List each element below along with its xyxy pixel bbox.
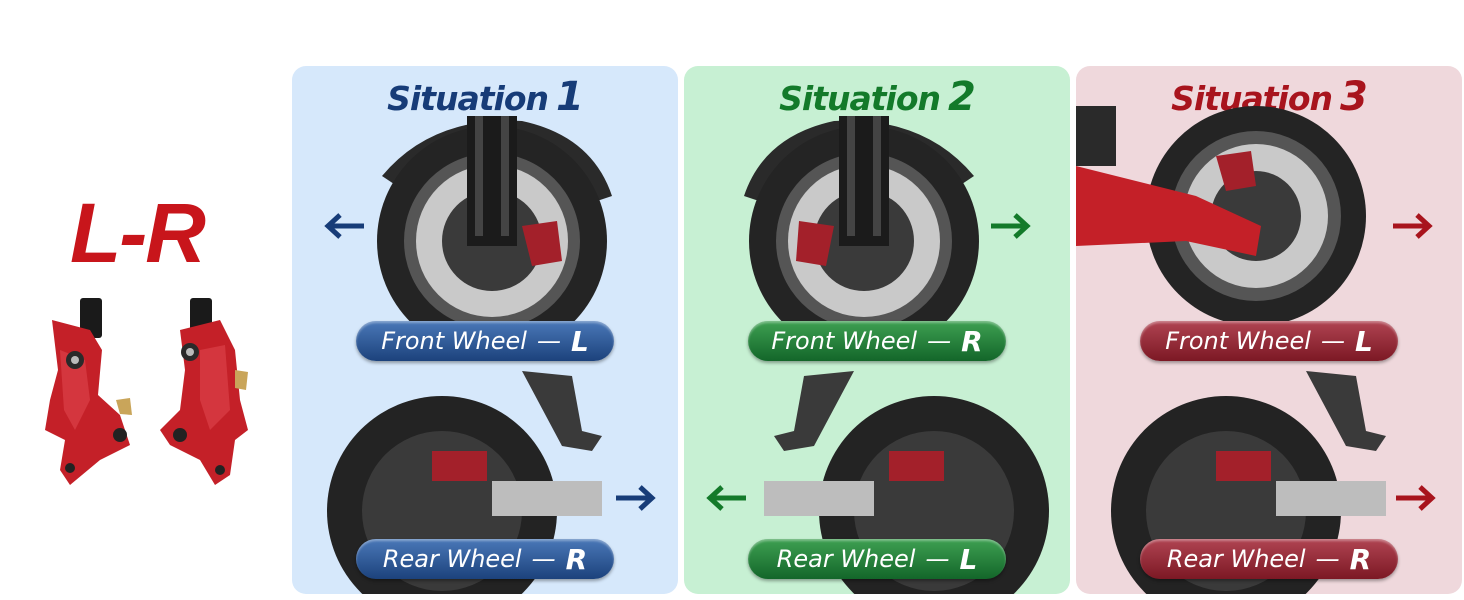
rear-arrow-right-icon: [1396, 485, 1436, 511]
right-caliper: [160, 298, 248, 485]
lr-title: L-R: [70, 186, 206, 280]
front-wheel-label-1: Front Wheel—L: [356, 321, 614, 361]
rear-arrow-left-icon: [706, 485, 746, 511]
front-wheel-label-3: Front Wheel—L: [1140, 321, 1398, 361]
rear-wheel-label-2: Rear Wheel—L: [748, 539, 1006, 579]
front-wheel-label-2: Front Wheel—R: [748, 321, 1006, 361]
rear-arrow-right-icon: [616, 485, 656, 511]
left-caliper: [45, 298, 132, 485]
rear-wheel-label-1: Rear Wheel—R: [356, 539, 614, 579]
front-arrow-left-icon: [324, 213, 364, 239]
front-arrow-right-icon: [991, 213, 1031, 239]
rear-wheel-label-3: Rear Wheel—R: [1140, 539, 1398, 579]
front-wheel-image: [1076, 106, 1366, 326]
front-arrow-right-icon: [1393, 213, 1433, 239]
front-wheel-image: [744, 116, 979, 326]
brake-calipers-illustration: [45, 298, 248, 485]
front-wheel-image: [377, 116, 612, 326]
